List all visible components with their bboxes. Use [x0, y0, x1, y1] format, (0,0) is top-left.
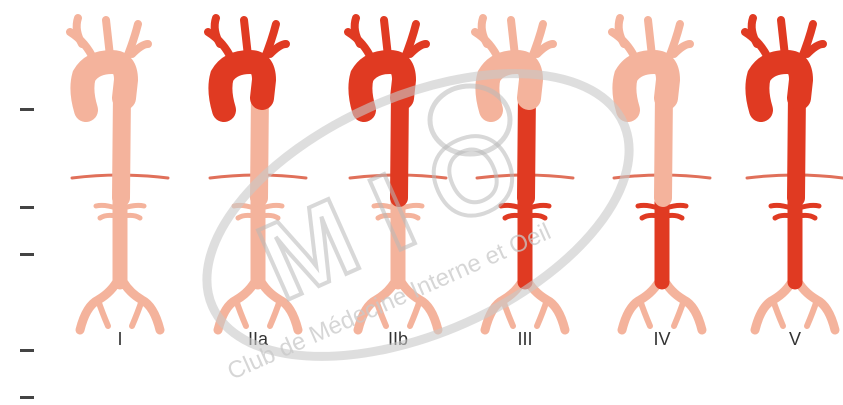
left-lower-branch — [100, 215, 116, 218]
right-carotid-artery — [215, 18, 220, 44]
right-internal-iliac-artery — [674, 300, 684, 326]
right-carotid-artery — [355, 18, 360, 44]
right-carotid-artery — [619, 18, 624, 44]
right-carotid-artery — [482, 18, 487, 44]
right-lower-branch — [799, 215, 815, 218]
panel-label: I — [117, 329, 122, 349]
right-renal-branch — [799, 205, 819, 208]
right-lower-branch — [124, 215, 140, 218]
right-carotid-artery — [752, 18, 757, 44]
left-renal-branch — [96, 205, 116, 208]
left-lower-branch — [775, 215, 791, 218]
right-internal-iliac-artery — [537, 300, 547, 326]
right-internal-iliac-artery — [270, 300, 280, 326]
margin-tick — [20, 349, 34, 352]
panel-label: V — [789, 329, 801, 349]
left-internal-iliac-artery — [773, 300, 783, 326]
left-renal-branch — [771, 205, 791, 208]
left-internal-iliac-artery — [98, 300, 108, 326]
margin-tick — [20, 396, 34, 399]
right-renal-branch — [124, 205, 144, 208]
left-lower-branch — [642, 215, 658, 218]
left-renal-branch — [638, 205, 658, 208]
right-internal-iliac-artery — [807, 300, 817, 326]
margin-tick — [20, 253, 34, 256]
margin-tick — [20, 206, 34, 209]
panel-label: IV — [653, 329, 670, 349]
right-renal-branch — [666, 205, 686, 208]
ascending-aorta-arch — [757, 62, 801, 110]
panel-label: III — [517, 329, 532, 349]
right-lower-branch — [666, 215, 682, 218]
left-internal-iliac-artery — [640, 300, 650, 326]
ascending-aorta-arch — [220, 62, 264, 110]
ascending-aorta-arch — [82, 62, 126, 110]
right-internal-iliac-artery — [132, 300, 142, 326]
margin-ticks — [20, 108, 34, 399]
left-internal-iliac-artery — [236, 300, 246, 326]
margin-tick — [20, 108, 34, 111]
aorta-panel-v: V — [745, 18, 843, 349]
ascending-aorta-arch — [624, 62, 668, 110]
aorta-panel-i: I — [70, 18, 168, 349]
right-carotid-artery — [77, 18, 82, 44]
